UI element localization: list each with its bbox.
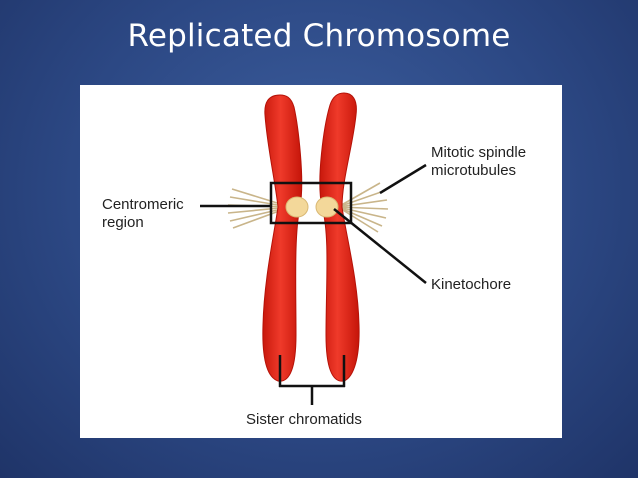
kinetochore-right: [315, 196, 339, 218]
centromeric-region-box: [269, 181, 353, 225]
kinetochore-left: [285, 196, 309, 218]
mitotic-spindle-label-line1: Mitotic spindle: [431, 144, 527, 161]
mitotic-spindle-label-line2: microtubules: [431, 162, 517, 179]
sister-chromatids-label: Sister chromatids: [246, 411, 362, 428]
slide-title: Replicated Chromosome: [127, 18, 511, 54]
microtubules-right: [337, 182, 389, 233]
mitotic-spindle-label: Mitotic spindle microtubules: [431, 144, 526, 180]
centromeric-region-label-line1: Centromeric: [102, 196, 184, 213]
diagram-panel: Centromeric region Mitotic spindle micro…: [80, 85, 562, 438]
kinetochore-label: Kinetochore: [431, 276, 512, 293]
right-chromatid: [319, 92, 360, 382]
centromeric-region-label: Centromeric region: [102, 196, 184, 232]
sister-chromatids-bracket: [278, 355, 346, 405]
centromeric-region-label-line2: region: [102, 214, 144, 231]
kinetochore-leader: [333, 208, 427, 284]
spindle-leader: [379, 163, 427, 195]
left-chromatid: [262, 94, 303, 382]
chromosome-diagram: [200, 92, 427, 405]
